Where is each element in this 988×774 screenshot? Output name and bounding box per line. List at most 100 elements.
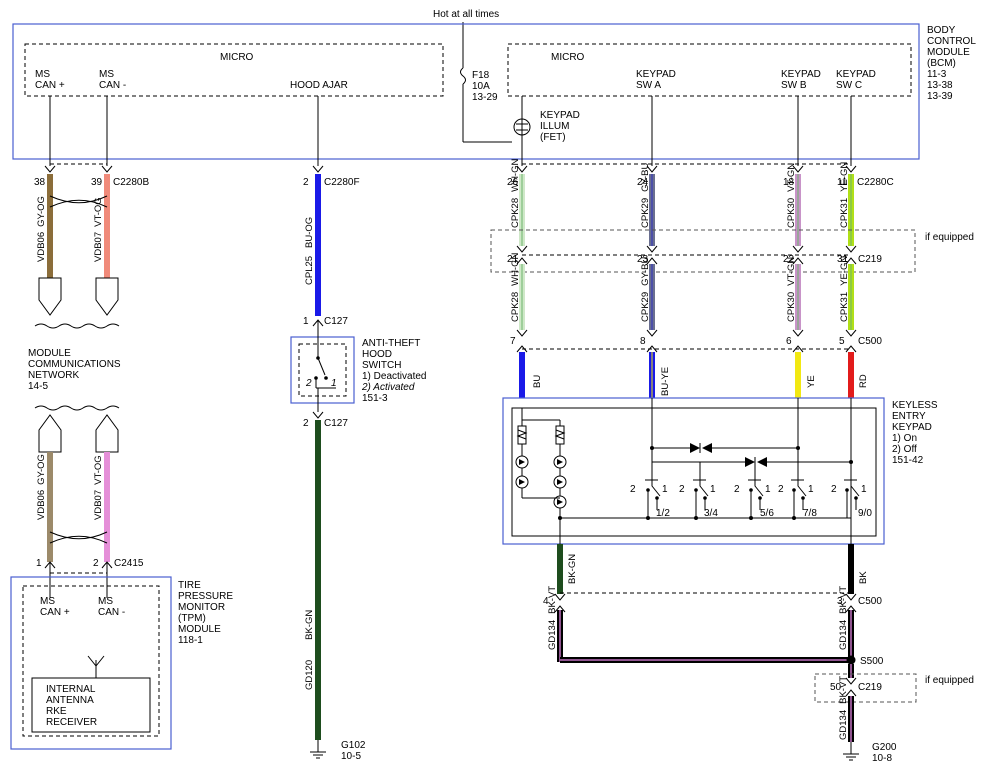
pin-23: 23 bbox=[637, 254, 649, 265]
pin-21: 21 bbox=[507, 254, 519, 265]
label-cpk30-top: CPK30VT-GN bbox=[786, 163, 797, 228]
pin-3: 3 bbox=[837, 596, 843, 607]
sw34-label: 3/4 bbox=[704, 508, 718, 519]
can-minus-top-terminal bbox=[95, 277, 119, 316]
label-cpk29-top: CPK29GY-BU bbox=[640, 163, 651, 228]
pin-6: 6 bbox=[786, 336, 792, 347]
splice-s500-label: S500 bbox=[860, 656, 884, 667]
sw90-label: 9/0 bbox=[858, 508, 872, 519]
pin-7: 7 bbox=[510, 336, 516, 347]
wire-gd120 bbox=[315, 420, 321, 740]
connector-c2280c: C2280C bbox=[857, 177, 894, 188]
label-gd134-right: GD134BK-VT bbox=[838, 586, 849, 650]
label-vdb07-bottom: VDB07VT-OG bbox=[93, 455, 104, 520]
keypad-module-box bbox=[502, 397, 885, 545]
connector-c500-top: C500 bbox=[858, 336, 882, 347]
sw34-pos1: 1 bbox=[710, 484, 716, 495]
pin-38: 38 bbox=[34, 177, 46, 188]
can-plus-bottom-terminal bbox=[38, 414, 62, 453]
connector-c127-bottom: C127 bbox=[324, 418, 348, 429]
splice-s500 bbox=[846, 655, 856, 665]
hood-switch-pos2: 2 bbox=[305, 378, 312, 389]
bcm-module-box bbox=[12, 23, 920, 160]
pin-39: 39 bbox=[91, 177, 103, 188]
ground-g102-icon bbox=[310, 740, 326, 759]
ground-g200-icon bbox=[843, 742, 859, 761]
connector-c127-top: C127 bbox=[324, 316, 348, 327]
label-cpk31-top: CPK31YE-GN bbox=[839, 162, 850, 228]
if-equipped-label-2: if equipped bbox=[925, 675, 974, 686]
mcn-label: MODULE COMMUNICATIONS NETWORK 14-5 bbox=[28, 348, 123, 392]
sw12-pos1: 1 bbox=[662, 484, 668, 495]
wire-rd bbox=[848, 352, 854, 398]
fet-symbol bbox=[513, 118, 531, 136]
can-minus-bottom-terminal bbox=[95, 414, 119, 453]
micro-left-box bbox=[24, 43, 444, 97]
label-cpk30-mid: CPK30VT-GN bbox=[786, 257, 797, 322]
tpm-module-box bbox=[10, 576, 172, 750]
pin-2-tpm: 2 bbox=[93, 558, 99, 569]
label-gd134-left: GD134BK-VT bbox=[547, 586, 558, 650]
label-cpk29-mid: CPK29GY-BU bbox=[640, 257, 651, 322]
pin-5: 5 bbox=[839, 336, 845, 347]
sw90-pos2: 2 bbox=[831, 484, 837, 495]
antenna-icon bbox=[87, 655, 105, 678]
sw78-label: 7/8 bbox=[803, 508, 817, 519]
wire-vdb07-bottom bbox=[104, 452, 110, 562]
hot-at-all-times-label: Hot at all times bbox=[433, 9, 499, 20]
hood-switch-symbol bbox=[314, 356, 336, 389]
hood-switch-pos1: 1 bbox=[331, 378, 337, 389]
c219-bottom-if-equipped-box bbox=[814, 673, 917, 703]
hood-ajar-label: HOOD AJAR bbox=[290, 80, 348, 91]
tpm-title: TIRE PRESSURE MONITOR (TPM) MODULE 118-1 bbox=[178, 580, 236, 646]
c219-if-equipped-box bbox=[490, 229, 916, 273]
label-gd134-ground: GD134BK-VT bbox=[838, 676, 849, 740]
sw56-pos2: 2 bbox=[734, 484, 740, 495]
connector-c219-bottom: C219 bbox=[858, 682, 882, 693]
bcm-title: BODY CONTROL MODULE (BCM) 11-3 13-38 13-… bbox=[927, 25, 978, 102]
hood-switch-title: ANTI-THEFT HOOD SWITCH 1) Deactivated 2)… bbox=[361, 338, 429, 404]
wire-vdb06-top bbox=[47, 174, 53, 278]
pin-1-tpm: 1 bbox=[36, 558, 42, 569]
pin-11: 11 bbox=[837, 177, 848, 188]
micro-right-label: MICRO bbox=[551, 52, 585, 63]
pin-24: 24 bbox=[637, 177, 649, 188]
wire-vdb06-bottom bbox=[47, 452, 53, 562]
pin-18: 18 bbox=[783, 177, 795, 188]
label-rd: RD bbox=[858, 374, 869, 388]
wire-bk bbox=[848, 544, 854, 594]
connector-c2280b: C2280B bbox=[113, 177, 149, 188]
sw90-pos1: 1 bbox=[861, 484, 867, 495]
wire-bk-gn bbox=[557, 544, 563, 594]
connector-c500-bottom: C500 bbox=[858, 596, 882, 607]
label-bk: BK bbox=[858, 571, 869, 584]
wire-cpl25 bbox=[315, 174, 321, 316]
label-ye: YE bbox=[806, 375, 817, 388]
wire-vdb07-top bbox=[104, 174, 110, 278]
pin-22: 22 bbox=[783, 254, 795, 265]
label-cpl25: CPL25BU-OG bbox=[304, 217, 315, 285]
if-equipped-label-1: if equipped bbox=[925, 232, 974, 243]
keypad-title: KEYLESS ENTRY KEYPAD 1) On 2) Off 151-42 bbox=[892, 400, 940, 466]
sw12-pos2: 2 bbox=[630, 484, 636, 495]
tpm-inner-box bbox=[22, 585, 160, 737]
antenna-receiver-box bbox=[31, 677, 151, 733]
sw12-label: 1/2 bbox=[656, 508, 670, 519]
connector-c2280f: C2280F bbox=[324, 177, 360, 188]
pin-4: 4 bbox=[543, 596, 549, 607]
label-cpk28-top: CPK28WH-GN bbox=[510, 159, 521, 228]
sw56-pos1: 1 bbox=[765, 484, 771, 495]
micro-left-label: MICRO bbox=[220, 52, 254, 63]
connector-c2415: C2415 bbox=[114, 558, 144, 569]
connector-c219-top: C219 bbox=[858, 254, 882, 265]
antenna-receiver-label: INTERNAL ANTENNA RKE RECEIVER bbox=[46, 684, 98, 728]
label-cpk28-mid: CPK28WH-GN bbox=[510, 253, 521, 322]
micro-right-box bbox=[507, 43, 912, 97]
